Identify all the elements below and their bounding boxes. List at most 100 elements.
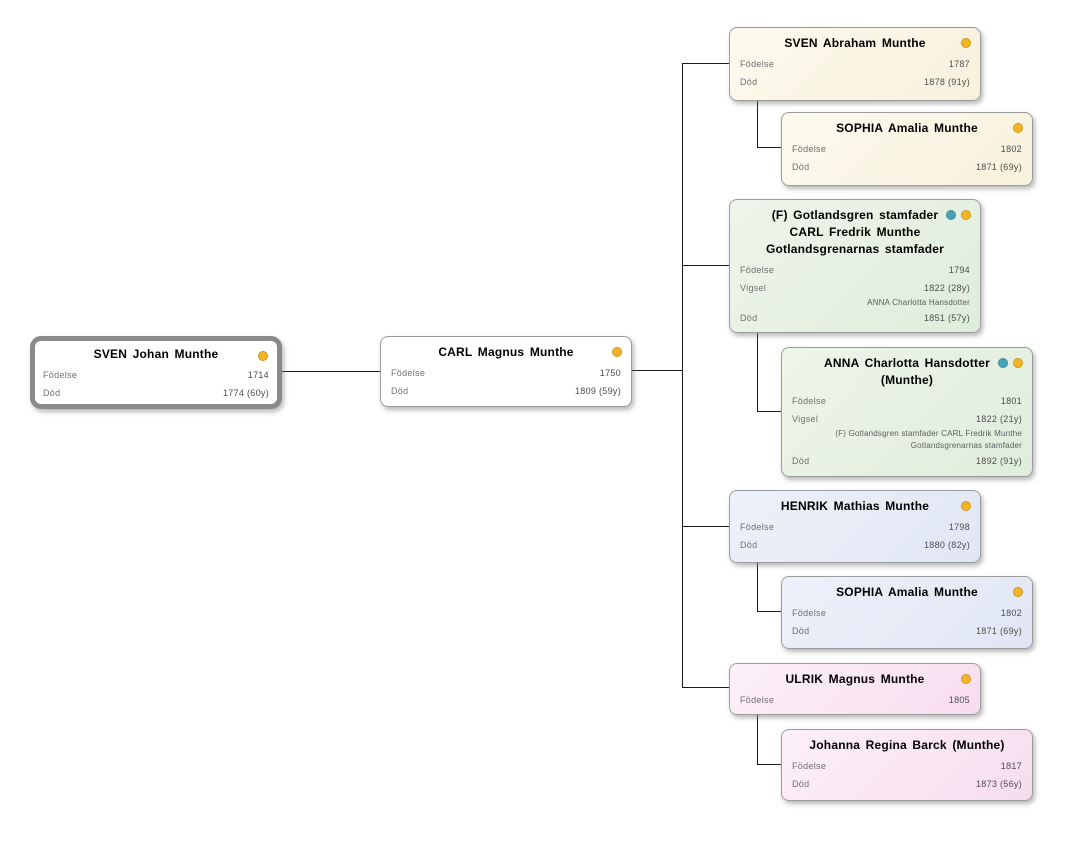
event-value: 1851 (57y) [923,313,970,323]
event-label: Död [792,779,810,789]
event-label: Död [792,456,810,466]
teal-marker-icon [998,358,1008,368]
event-label: Födelse [740,265,775,275]
person-card-johanna[interactable]: Johanna Regina Barck (Munthe) Födelse 18… [781,729,1033,801]
event-label: Födelse [391,368,426,378]
connector-mid-to-trunk [632,370,682,371]
person-name: CARL Magnus Munthe [438,345,574,359]
person-name-line: CARL Fredrik Munthe [789,225,921,239]
event-row: Födelse 1802 [792,604,1022,622]
person-card-sven-abraham[interactable]: SVEN Abraham Munthe Födelse 1787 Död 187… [729,27,981,101]
connector-spouse-left-mid [281,371,380,372]
person-card-henrik[interactable]: HENRIK Mathias Munthe Födelse 1798 Död 1… [729,490,981,563]
connector-spouse1-v [757,101,758,148]
event-detail: Gotlandsgrenarnas stamfader [910,441,1022,450]
event-row: Död 1871 (69y) [792,622,1022,640]
event-value: 1794 [948,265,970,275]
person-name: HENRIK Mathias Munthe [780,499,930,513]
person-name: ULRIK Magnus Munthe [785,672,925,686]
event-label: Födelse [740,522,775,532]
person-name-line: (F) Gotlandsgren stamfader [771,208,939,222]
event-value: 1871 (69y) [975,626,1022,636]
event-label: Födelse [792,761,827,771]
connector-trunk [682,63,683,688]
event-value: 1805 [948,695,970,705]
person-name: Johanna Regina Barck (Munthe) [809,738,1005,752]
person-name-line: (Munthe) [880,373,934,387]
event-value: 1878 (91y) [923,77,970,87]
yellow-marker-icon [612,347,622,357]
event-value: 1750 [599,368,621,378]
event-value: 1714 [247,370,269,380]
person-name: SOPHIA Amalia Munthe [836,121,978,135]
event-row: Död 1880 (82y) [740,536,970,554]
event-row: Död 1878 (91y) [740,73,970,91]
event-label: Död [740,540,758,550]
yellow-marker-icon [961,210,971,220]
person-name-line: ANNA Charlotta Hansdotter [824,356,990,370]
connector-spouse3-v [757,563,758,612]
event-label: Död [43,388,61,398]
event-label: Död [740,77,758,87]
person-card-sven-johan[interactable]: SVEN Johan Munthe Födelse 1714 Död 1774 … [30,336,282,409]
event-row: Död 1774 (60y) [43,384,269,402]
person-card-carl-magnus[interactable]: CARL Magnus Munthe Födelse 1750 Död 1809… [380,336,632,407]
event-label: Födelse [740,695,775,705]
event-label: Död [792,162,810,172]
connector-spouse3-h [757,611,781,612]
connector-spouse2-h [757,411,781,412]
event-row: Födelse 1794 [740,261,970,279]
yellow-marker-icon [961,674,971,684]
event-value: 1873 (56y) [975,779,1022,789]
connector-branch-henrik [682,526,729,527]
event-label: Födelse [740,59,775,69]
event-label: Vigsel [740,283,767,293]
event-label: Död [792,626,810,636]
event-row: Födelse 1750 [391,364,621,382]
event-row: Död 1809 (59y) [391,382,621,400]
event-label: Vigsel [792,414,819,424]
event-row: Död 1873 (56y) [792,775,1022,793]
event-label: Födelse [43,370,78,380]
connector-spouse4-v [757,715,758,765]
teal-marker-icon [946,210,956,220]
person-card-sophia-amalia-2[interactable]: SOPHIA Amalia Munthe Födelse 1802 Död 18… [781,576,1033,649]
connector-branch-sven-abraham [682,63,729,64]
event-label: Död [391,386,409,396]
event-value: 1817 [1000,761,1022,771]
event-value: 1798 [948,522,970,532]
person-name: SVEN Johan Munthe [93,347,219,361]
connector-branch-carl-fredrik [682,265,729,266]
event-row: Död 1851 (57y) [740,309,970,327]
event-row: Födelse 1798 [740,518,970,536]
connector-branch-ulrik [682,687,729,688]
event-label: Födelse [792,608,827,618]
person-card-anna-charlotta[interactable]: ANNA Charlotta Hansdotter (Munthe) Födel… [781,347,1033,477]
event-detail: ANNA Charlotta Hansdotter [867,298,970,307]
yellow-marker-icon [961,501,971,511]
event-value: 1822 (21y) [975,414,1022,424]
connector-spouse4-h [757,764,781,765]
event-value: 1801 [1000,396,1022,406]
yellow-marker-icon [1013,587,1023,597]
event-row: Födelse 1802 [792,140,1022,158]
event-label: Död [740,313,758,323]
person-name: SVEN Abraham Munthe [784,36,926,50]
person-card-ulrik[interactable]: ULRIK Magnus Munthe Födelse 1805 [729,663,981,715]
event-value: 1892 (91y) [975,456,1022,466]
person-card-carl-fredrik[interactable]: (F) Gotlandsgren stamfader CARL Fredrik … [729,199,981,333]
event-row: Födelse 1817 [792,757,1022,775]
event-row: Födelse 1801 [792,392,1022,410]
person-name: SOPHIA Amalia Munthe [836,585,978,599]
event-row: Vigsel 1822 (28y) [740,279,970,297]
event-row: Död 1871 (69y) [792,158,1022,176]
yellow-marker-icon [1013,123,1023,133]
event-row: Död 1892 (91y) [792,452,1022,470]
event-value: 1880 (82y) [923,540,970,550]
event-row: Födelse 1805 [740,691,970,709]
yellow-marker-icon [961,38,971,48]
yellow-marker-icon [1013,358,1023,368]
connector-spouse2-v [757,332,758,412]
person-card-sophia-amalia-1[interactable]: SOPHIA Amalia Munthe Födelse 1802 Död 18… [781,112,1033,186]
